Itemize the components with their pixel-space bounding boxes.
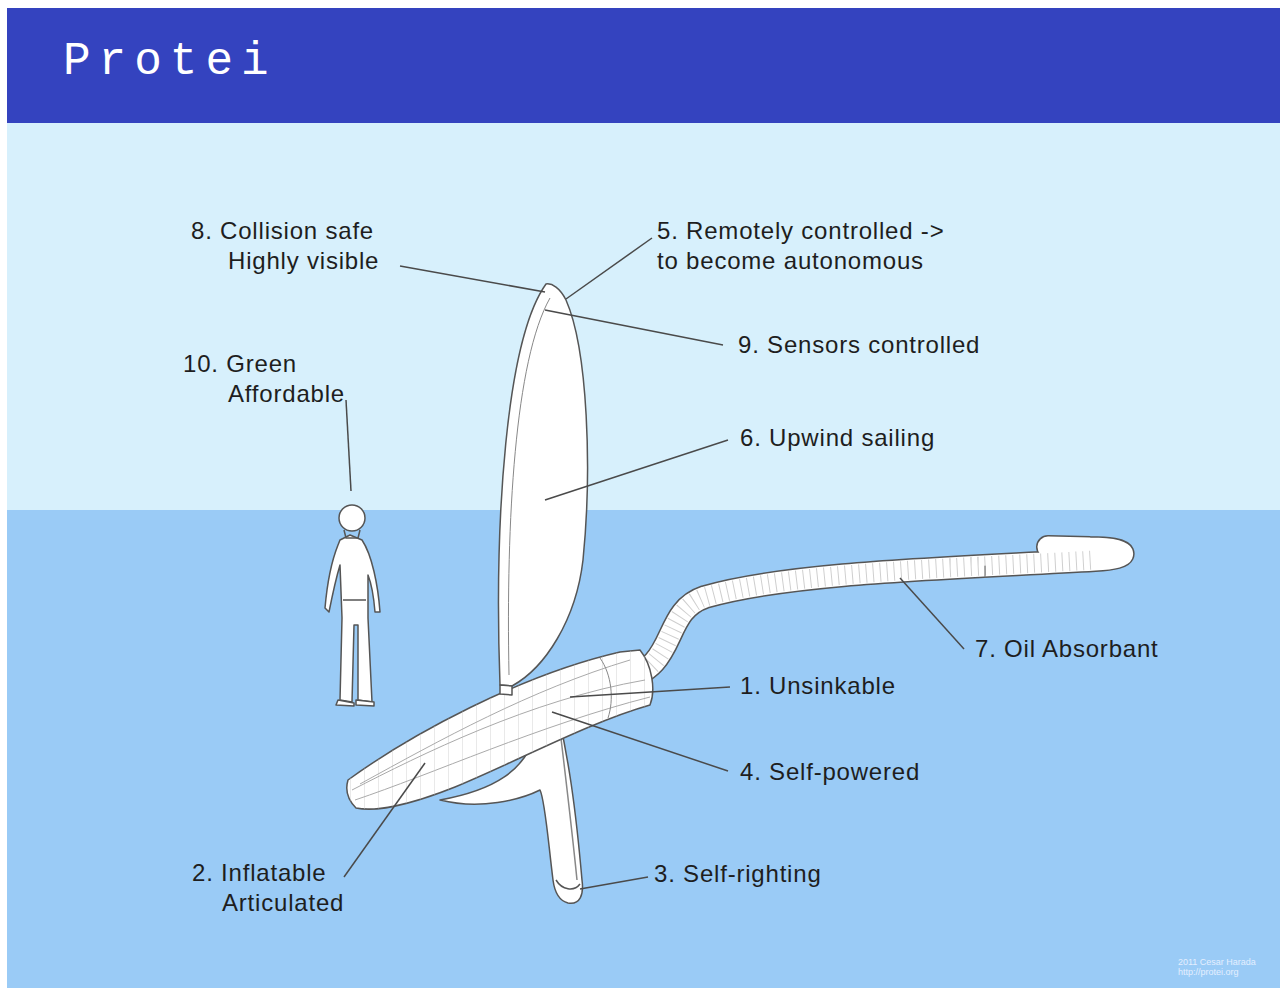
callout-label: 5. Remotely controlled -> to become auto… bbox=[657, 216, 957, 276]
diagram-title: Protei bbox=[63, 36, 277, 88]
watermark: 2011 Cesar Harada bbox=[1178, 957, 1256, 967]
sky-ground bbox=[7, 123, 1280, 510]
callout-label: 1. Unsinkable bbox=[740, 671, 896, 701]
callout-label: 7. Oil Absorbant bbox=[975, 634, 1159, 664]
callout-label: 4. Self-powered bbox=[740, 757, 920, 787]
sail bbox=[499, 284, 588, 695]
water-ground bbox=[7, 510, 1280, 988]
callout-label: 8. Collision safe Highly visible bbox=[191, 216, 406, 276]
person-figure bbox=[325, 505, 380, 706]
callout-label: 6. Upwind sailing bbox=[740, 423, 935, 453]
callout-label: 2. Inflatable Articulated bbox=[192, 858, 367, 918]
callout-label: 3. Self-righting bbox=[654, 859, 822, 889]
watermark: http://protei.org bbox=[1178, 967, 1239, 977]
callout-label: 10. Green Affordable bbox=[183, 349, 373, 409]
callout-label: 9. Sensors controlled bbox=[738, 330, 980, 360]
